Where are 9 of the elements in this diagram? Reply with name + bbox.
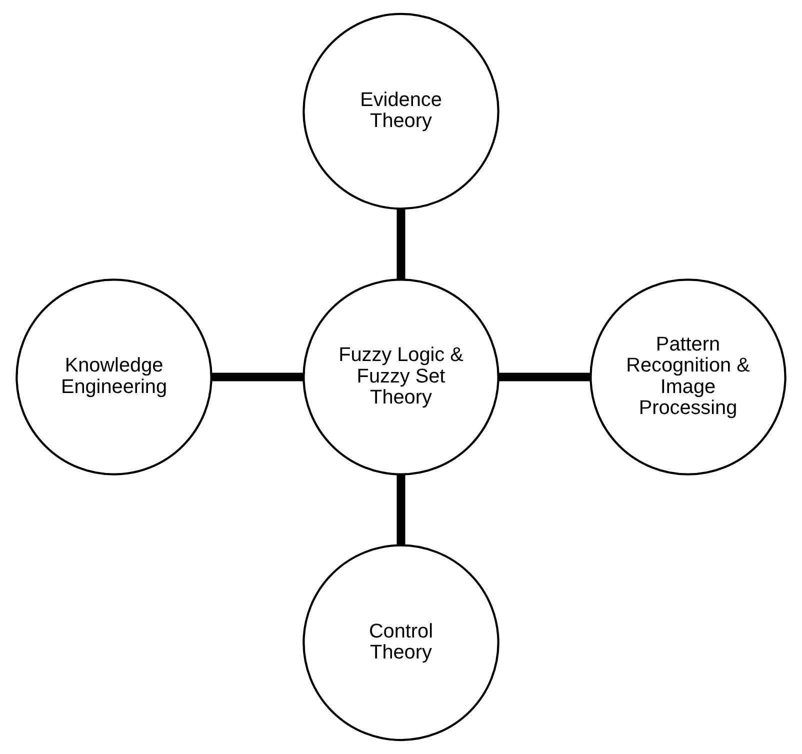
node-circle: Evidence Theory (302, 12, 500, 210)
connector (212, 372, 304, 382)
node-circle: Fuzzy Logic & Fuzzy Set Theory (302, 278, 500, 476)
node-circle: Pattern Recognition & Image Processing (590, 278, 786, 476)
connector (396, 474, 406, 546)
node-circle: Knowledge Engineering (16, 278, 212, 476)
connector (396, 208, 406, 280)
node-circle: Control Theory (302, 544, 500, 742)
connector (498, 372, 590, 382)
